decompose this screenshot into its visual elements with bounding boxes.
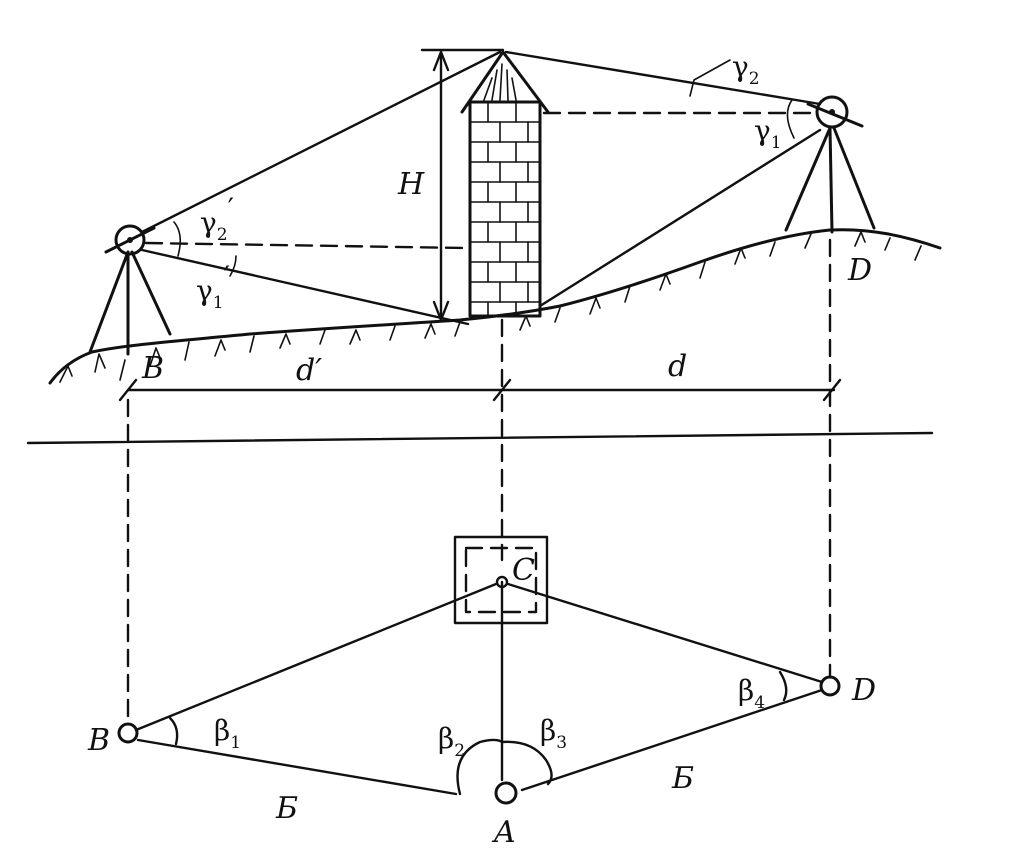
plan-point-c <box>495 575 509 589</box>
ground-profile <box>48 228 942 385</box>
gamma1-label: γ1 <box>754 114 782 153</box>
profile-point-d-label: D <box>847 253 872 288</box>
beta4-arc <box>778 670 788 702</box>
gamma1p-arc <box>229 255 237 277</box>
beta1-arc <box>168 716 179 746</box>
beta3-label: β3 <box>540 714 567 753</box>
gamma2p-arc <box>173 221 182 257</box>
beta1-label: β1 <box>214 714 241 753</box>
projection-lines <box>126 238 832 722</box>
distance-left-label: d′ <box>296 353 322 388</box>
height-label: H <box>397 167 425 202</box>
sight-lines <box>140 50 822 326</box>
gamma2-prime-label: γ2′ <box>200 192 234 245</box>
beta2-label: β2 <box>438 722 465 761</box>
instrument-d <box>784 95 876 234</box>
tower-roof <box>460 50 550 114</box>
distance-right-label: d <box>668 349 687 384</box>
plan-lines <box>134 580 824 796</box>
profile-view: H γ2′ γ1′ <box>48 48 942 402</box>
tower-body <box>468 100 542 318</box>
gamma1-arc <box>786 99 795 139</box>
beta2-arc <box>456 738 504 796</box>
gamma2-leader <box>689 59 731 97</box>
plan-point-b-label: B <box>87 723 110 758</box>
tower-bricks <box>469 101 541 317</box>
base-left-label: Б <box>275 791 298 826</box>
beta3-arc <box>500 740 553 786</box>
beta4-label: β4 <box>738 674 765 713</box>
profile-point-b-label: B <box>141 351 164 386</box>
plan-point-a <box>494 781 518 805</box>
plan-point-c-label: C <box>512 553 535 588</box>
gamma1-prime-label: γ1′ <box>196 260 230 313</box>
distance-dimension <box>118 378 842 402</box>
height-dimension <box>420 48 505 322</box>
plan-point-d <box>819 675 841 697</box>
tower <box>460 50 550 318</box>
ground-hatching <box>59 231 922 383</box>
plan-point-d-label: D <box>851 673 876 708</box>
roof-hatching <box>483 63 517 101</box>
gamma2-label: γ2 <box>732 50 760 89</box>
base-right-label: Б <box>671 761 694 796</box>
plan-point-a-label: A <box>491 815 516 850</box>
view-separator <box>26 431 934 445</box>
plan-point-b <box>117 722 139 744</box>
instrument-b <box>88 224 172 356</box>
plan-view: β1 β2 β3 β4 B A C D Б Б <box>87 535 876 850</box>
tower-footprint-inner <box>464 546 538 614</box>
